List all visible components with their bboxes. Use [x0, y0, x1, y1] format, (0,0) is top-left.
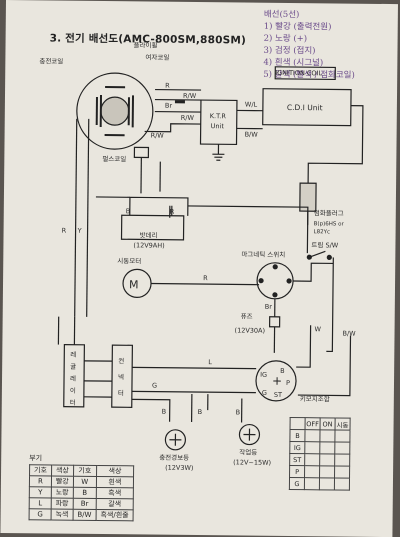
- legend-table: 기호 색상 기호 색상 R 빨강 W 흰색 Y 노랑 B 흑색 L 파랑 Br: [29, 464, 135, 521]
- regulator-char-2: 귤: [70, 363, 76, 371]
- wire-l: L: [208, 358, 212, 366]
- label-charge-coil: 충전코일: [39, 56, 63, 65]
- legend-caption: 부기: [29, 453, 134, 464]
- wire-b-lamp1: B: [162, 408, 167, 416]
- legend-cell: B: [73, 487, 96, 498]
- label-flywheel: 플라이휠: [133, 40, 157, 49]
- label-fuse-spec: (12V30A): [235, 326, 266, 334]
- wire-w-trim: W: [315, 325, 322, 333]
- legend-header: 색상: [51, 465, 73, 476]
- connector-char-2: 넥: [118, 372, 124, 381]
- wire-bw-top: B/W: [245, 131, 259, 139]
- label-warning-lamp: 충전경보등: [159, 453, 189, 462]
- legend-cell: Br: [73, 498, 96, 509]
- legend-cell: R: [29, 476, 51, 487]
- wire-r-top: R: [165, 82, 170, 90]
- wire-b-lamp3: B: [236, 408, 241, 416]
- label-pulse-coil: 펄스코일: [102, 154, 126, 163]
- legend-header: 색상: [96, 465, 133, 476]
- key-term-ig: IG: [260, 371, 267, 379]
- regulator-char-5: 터: [70, 398, 76, 407]
- svg-text:+: +: [272, 374, 282, 388]
- label-cdi: C.D.I Unit: [287, 103, 323, 112]
- legend-cell: 녹색: [51, 509, 73, 520]
- label-spark-plug: 점화플러그: [314, 208, 344, 217]
- fuse: [270, 317, 280, 327]
- label-trim-sw: 트림 S/W: [311, 241, 338, 249]
- label-exciter-coil: 여자코일: [145, 52, 169, 61]
- wire-r-starter: R: [203, 274, 208, 282]
- color-legend: 부기 기호 색상 기호 색상 R 빨강 W 흰색 Y 노랑 B 흑색 L: [29, 453, 135, 521]
- label-key-switch: 키모지조합: [300, 394, 330, 403]
- label-starter-motor: 시동모터: [117, 256, 141, 265]
- label-magnetic-switch: 마그네틱 스위치: [241, 249, 285, 258]
- label-spark-plug-model: B(p)6HS or: [314, 221, 345, 227]
- key-table-header: OFF: [305, 418, 320, 430]
- key-table-row: IG: [290, 441, 305, 453]
- label-battery-spec: (12V9AH): [133, 241, 164, 249]
- label-spark-plug-model-2: L82Yc: [314, 229, 331, 235]
- key-term-g: G: [262, 389, 267, 397]
- legend-cell: 흰색: [96, 476, 133, 487]
- wire-y-left: Y: [77, 227, 82, 235]
- key-term-st: ST: [274, 391, 282, 399]
- legend-cell: 흑색: [96, 487, 133, 498]
- starter-motor-symbol: M: [129, 278, 139, 291]
- connector-char-3: 터: [118, 388, 124, 397]
- key-table-row: B: [290, 429, 305, 441]
- legend-cell: B/W: [73, 509, 96, 520]
- wire-rw-3: R/W: [151, 132, 165, 140]
- wire-rw-1: R/W: [183, 92, 197, 100]
- key-table-header: ON: [320, 418, 335, 430]
- pulse-coil-box: [134, 147, 148, 157]
- wire-bw-right: B/W: [342, 330, 356, 338]
- wire-br-mag: Br: [265, 303, 273, 311]
- legend-header: 기호: [73, 465, 96, 476]
- wire-r-battery: R: [170, 208, 175, 216]
- key-table-row: G: [289, 477, 304, 489]
- label-work-lamp: 작업등: [239, 447, 257, 456]
- legend-cell: 빨강: [51, 476, 73, 487]
- label-battery: 밧데리: [140, 230, 158, 239]
- legend-cell: L: [29, 498, 51, 509]
- label-ktr: K.T.R: [210, 112, 227, 120]
- wire-wl: W/L: [245, 101, 258, 109]
- label-ktr-unit: Unit: [211, 122, 225, 130]
- label-warning-lamp-spec: (12V3W): [165, 464, 193, 472]
- key-switch-table: OFF ON 시동 B IG ST P G: [289, 417, 351, 491]
- legend-cell: G: [29, 509, 51, 520]
- wire-b-lamp2: B: [198, 408, 203, 416]
- key-table-header: [290, 417, 305, 429]
- key-term-p: P: [286, 379, 290, 387]
- wire-br-top: Br: [165, 102, 173, 110]
- key-table-row: P: [290, 465, 305, 477]
- wire-rw-2: R/W: [181, 114, 195, 122]
- wire-b-battery: B: [126, 207, 131, 215]
- label-work-lamp-spec: (12V~15W): [233, 458, 271, 466]
- legend-cell: 노랑: [51, 487, 73, 498]
- wire-r-left: R: [62, 227, 67, 235]
- wire-g: G: [152, 382, 157, 390]
- legend-cell: 흑색/흰줄: [96, 509, 133, 520]
- regulator-char-3: 레: [70, 374, 76, 383]
- legend-cell: 갈색: [96, 498, 133, 509]
- legend-cell: W: [73, 476, 96, 487]
- label-ignition-coil: IGNITION COIL: [275, 69, 322, 77]
- regulator-char-1: 레: [70, 350, 76, 359]
- flywheel-hub: [101, 97, 129, 125]
- legend-cell: Y: [29, 487, 51, 498]
- regulator-char-4: 이: [70, 386, 76, 395]
- key-table-header: 시동: [335, 418, 350, 430]
- key-table-row: ST: [290, 453, 305, 465]
- label-fuse: 퓨즈: [241, 312, 253, 320]
- key-term-b: B: [280, 367, 285, 375]
- legend-header: 기호: [30, 465, 52, 476]
- connector-char-1: 컨: [118, 356, 124, 365]
- legend-cell: 파랑: [51, 498, 73, 509]
